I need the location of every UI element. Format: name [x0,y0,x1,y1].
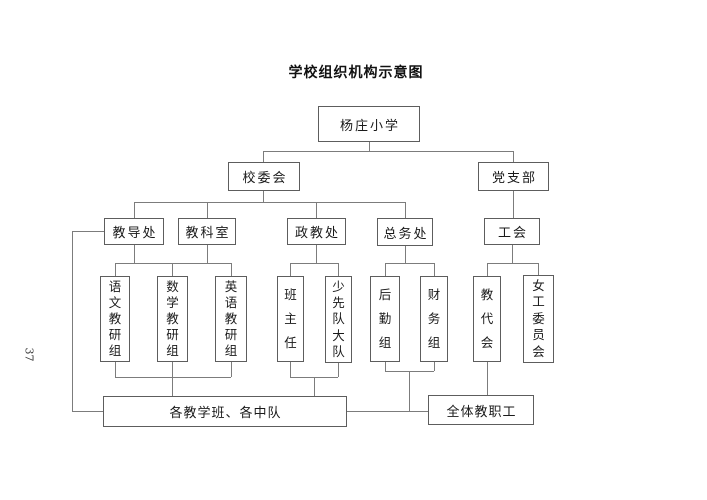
org-node-moral-office: 政教处 [287,218,346,245]
connector-general-down [405,246,406,263]
connector-english-down [231,362,232,377]
page-number: 37 [22,347,36,362]
connector-young-pioneers-down [338,362,339,377]
org-node-all-staff: 全体教职工 [428,395,534,425]
connector-pioneers-drop-to-classes [314,377,315,396]
org-node-party-branch-label: 党支部 [491,171,537,186]
connector-left-loop-bottom [72,411,103,412]
connector-level2-branch [134,202,405,203]
connector-moral-bridge [290,263,338,264]
connector-staff-congress-down [487,362,488,395]
org-node-staff-congress-label: 教代会 [480,286,494,350]
connector-general-bridge [385,263,434,264]
connector-drop-dean-office [134,202,135,218]
org-node-english-group: 英语教研组 [215,276,247,362]
connector-drop-class-teachers [290,263,291,276]
org-node-general-affairs: 总务处 [377,218,433,246]
org-node-labor-union-label: 工会 [497,226,528,241]
org-node-math-group-label: 数学教研组 [166,278,179,358]
connector-left-loop-top [72,231,105,232]
connector-math-down-to-classes [172,362,173,396]
connector-riser-school-committee [263,151,264,162]
org-node-chinese-group: 语文教研组 [100,276,130,362]
org-node-moral-office-label: 政教处 [294,226,340,241]
org-node-research-office: 教科室 [178,218,236,245]
connector-union-bridge [487,263,538,264]
connector-chinese-down [115,362,116,377]
org-node-math-group: 数学教研组 [157,276,188,362]
connector-drop-staff-congress [487,263,488,276]
org-node-classes-label: 各教学班、各中队 [169,406,282,421]
connector-school-drop [369,142,370,151]
org-node-labor-union: 工会 [484,218,540,245]
connector-finance-drop [409,371,410,412]
org-node-general-affairs-label: 总务处 [383,226,429,242]
connector-teaching-bridge-bottom [115,377,231,378]
org-node-logistics-group-label: 后勤组 [378,286,392,350]
org-node-research-office-label: 教科室 [185,226,231,241]
connector-research-down [207,245,208,263]
org-node-dean-office: 教导处 [104,218,164,245]
connector-left-loop-vertical [72,231,73,412]
connector-committee-drop [263,190,264,202]
connector-logistics-down [385,362,386,371]
org-node-school-label: 杨庄小学 [339,118,400,134]
org-node-dean-office-label: 教导处 [112,226,158,241]
connector-drop-finance-group [434,263,435,276]
connector-drop-young-pioneers [338,263,339,276]
org-node-school-committee: 校委会 [228,162,300,191]
connector-finance-down [434,362,435,371]
connector-drop-logistics-group [385,263,386,276]
connector-riser-party-branch [513,151,514,162]
connector-drop-english-group [231,263,232,276]
org-node-class-teachers-label: 班主任 [284,286,297,350]
org-node-logistics-group: 后勤组 [370,276,400,362]
connector-class-teachers-down [290,362,291,377]
org-node-chinese-group-label: 语文教研组 [108,278,122,358]
org-node-class-teachers: 班主任 [277,276,304,362]
diagram-title: 学校组织机构示意图 [288,65,424,81]
org-node-english-group-label: 英语教研组 [224,278,238,358]
org-node-school: 杨庄小学 [318,106,420,142]
connector-drop-women-committee [538,263,539,276]
org-node-young-pioneers-label: 少先队大队 [332,278,345,359]
connector-drop-chinese-group [115,263,116,276]
org-node-all-staff-label: 全体教职工 [446,404,517,420]
connector-teaching-bridge-top [115,263,231,264]
org-node-staff-congress: 教代会 [473,276,501,362]
org-node-women-committee: 女工委员会 [523,275,554,363]
org-node-finance-group: 财务组 [420,276,448,362]
org-node-classes: 各教学班、各中队 [103,396,347,427]
org-node-party-branch: 党支部 [478,162,549,191]
connector-party-to-union [513,190,514,218]
connector-union-down [512,245,513,263]
org-node-women-committee-label: 女工委员会 [532,277,545,359]
connector-drop-research-office [207,202,208,218]
connector-level1-branch [263,151,513,152]
connector-drop-math-group [172,263,173,276]
connector-classes-to-staff [347,411,428,412]
org-node-finance-group-label: 财务组 [427,286,441,350]
org-node-young-pioneers: 少先队大队 [325,276,352,363]
connector-drop-moral-office [316,202,317,218]
connector-moral-down [316,245,317,263]
connector-drop-general-affairs [405,202,406,218]
org-node-school-committee-label: 校委会 [242,171,288,186]
connector-dean-down [134,245,135,263]
